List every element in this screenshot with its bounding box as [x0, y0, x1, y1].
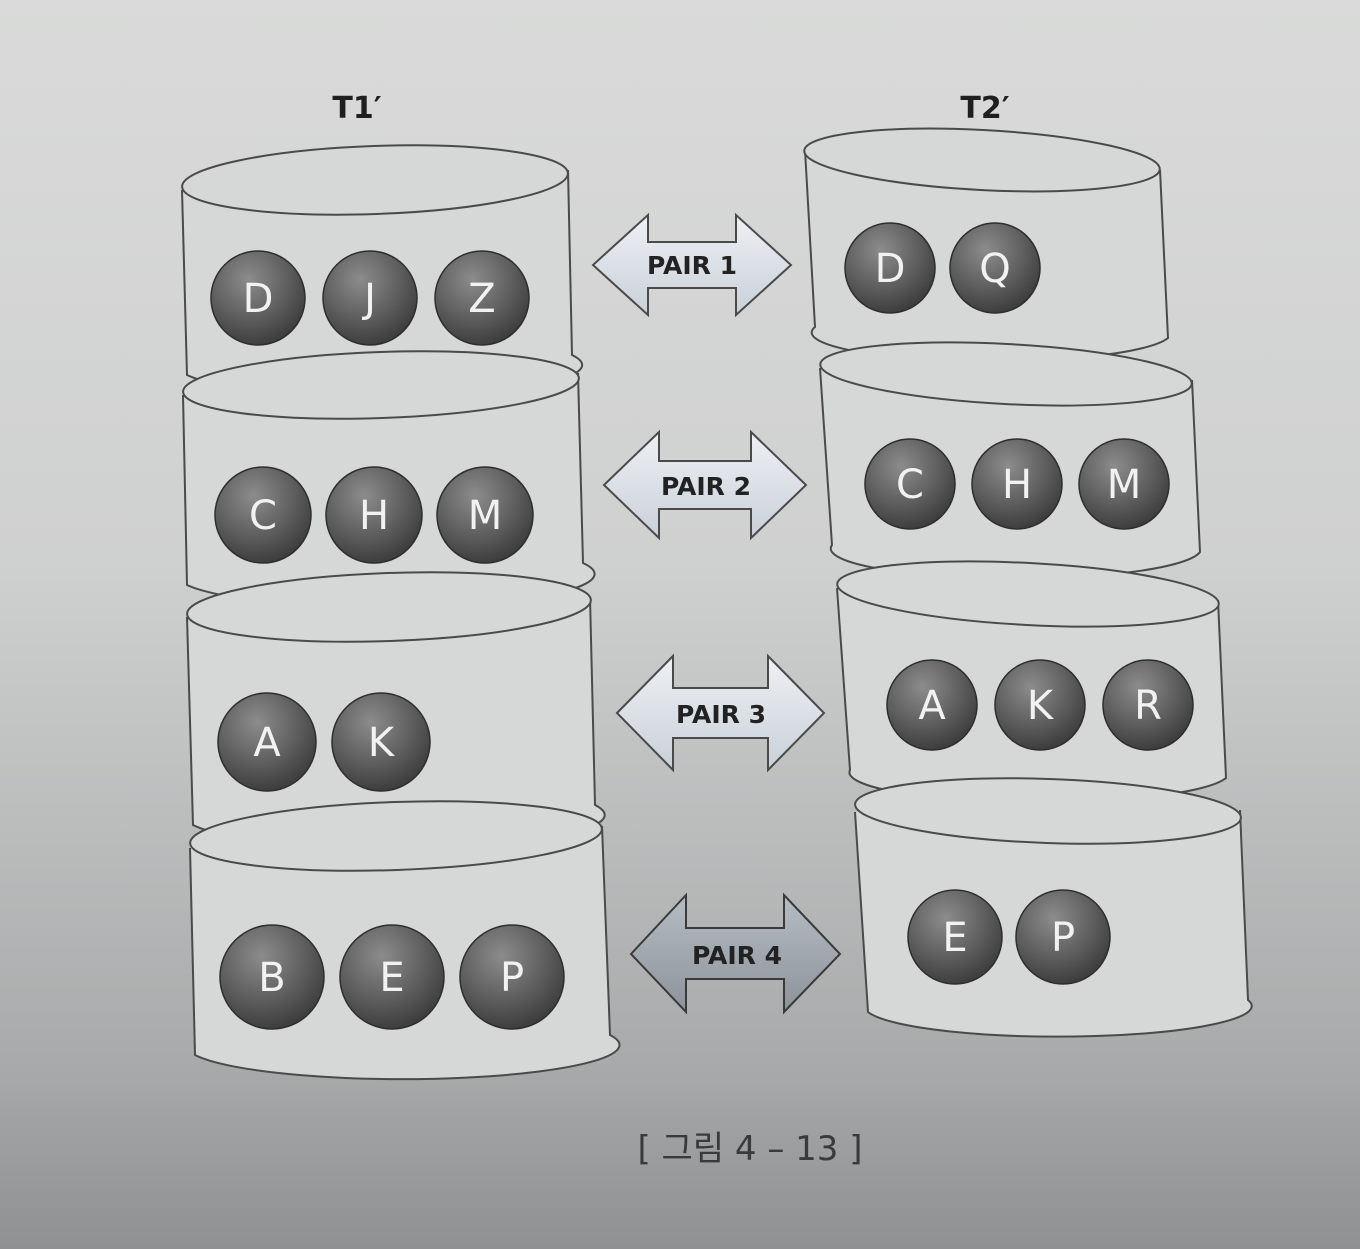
left-node-z: Z [434, 250, 530, 346]
right-disk-3 [836, 560, 1228, 804]
node-circle [886, 659, 978, 751]
node-circle [214, 466, 312, 564]
node-label: C [249, 493, 277, 539]
title-t1: T1′ [332, 91, 381, 126]
pair-label-1: PAIR 1 [647, 251, 737, 280]
node-circle [971, 438, 1063, 530]
node-circle [331, 692, 431, 792]
node-label: M [468, 493, 503, 539]
right-node-h: H [971, 438, 1063, 530]
node-label: M [1107, 462, 1142, 508]
pair-arrow-3: PAIR 3 [615, 653, 826, 773]
left-node-m: M [436, 466, 534, 564]
node-label: K [368, 720, 396, 766]
node-circle [219, 924, 325, 1030]
right-node-q: Q [949, 222, 1041, 314]
pair-arrow-1: PAIR 1 [591, 212, 793, 318]
node-label: A [918, 683, 946, 729]
left-node-h: H [325, 466, 423, 564]
node-label: H [1002, 462, 1032, 508]
node-label: E [379, 955, 404, 1001]
node-circle [322, 250, 418, 346]
right-node-d: D [844, 222, 936, 314]
left-node-a: A [217, 692, 317, 792]
node-label: K [1027, 683, 1055, 729]
title-t2: T2′ [960, 91, 1009, 126]
pair-label-3: PAIR 3 [676, 700, 766, 729]
node-label: D [875, 246, 906, 292]
node-circle [994, 659, 1086, 751]
node-label: H [359, 493, 389, 539]
node-label: D [243, 276, 274, 322]
node-circle [325, 466, 423, 564]
pair-arrow-4: PAIR 4 [629, 892, 842, 1015]
node-label: P [500, 955, 524, 1001]
node-label: Q [979, 246, 1010, 292]
pair-label-2: PAIR 2 [661, 472, 751, 501]
left-node-e: E [339, 924, 445, 1030]
node-label: E [942, 915, 967, 961]
node-circle [907, 889, 1003, 985]
node-label: R [1134, 683, 1162, 729]
left-node-b: B [219, 924, 325, 1030]
pair-label-4: PAIR 4 [692, 941, 782, 970]
node-circle [949, 222, 1041, 314]
node-label: B [258, 955, 285, 1001]
node-label: J [361, 276, 376, 322]
node-circle [339, 924, 445, 1030]
node-circle [864, 438, 956, 530]
node-circle [1015, 889, 1111, 985]
right-node-p: P [1015, 889, 1111, 985]
node-circle [436, 466, 534, 564]
right-node-e: E [907, 889, 1003, 985]
left-node-j: J [322, 250, 418, 346]
right-node-a: A [886, 659, 978, 751]
left-node-d: D [210, 250, 306, 346]
right-node-c: C [864, 438, 956, 530]
figure-caption: [ 그림 4 – 13 ] [637, 1129, 862, 1169]
right-node-r: R [1102, 659, 1194, 751]
left-nodes: D J Z C H M A K B E P [210, 250, 565, 1030]
node-label: A [253, 720, 281, 766]
right-nodes: D Q C H M A K R E P [844, 222, 1194, 985]
node-circle [1078, 438, 1170, 530]
node-circle [210, 250, 306, 346]
node-circle [434, 250, 530, 346]
left-node-p: P [459, 924, 565, 1030]
node-circle [1102, 659, 1194, 751]
node-circle [459, 924, 565, 1030]
left-node-k: K [331, 692, 431, 792]
node-label: C [896, 462, 924, 508]
node-label: Z [468, 276, 495, 322]
left-node-c: C [214, 466, 312, 564]
node-circle [844, 222, 936, 314]
node-circle [217, 692, 317, 792]
pair-arrow-2: PAIR 2 [602, 429, 808, 541]
node-label: P [1051, 915, 1075, 961]
right-node-m: M [1078, 438, 1170, 530]
right-node-k: K [994, 659, 1086, 751]
